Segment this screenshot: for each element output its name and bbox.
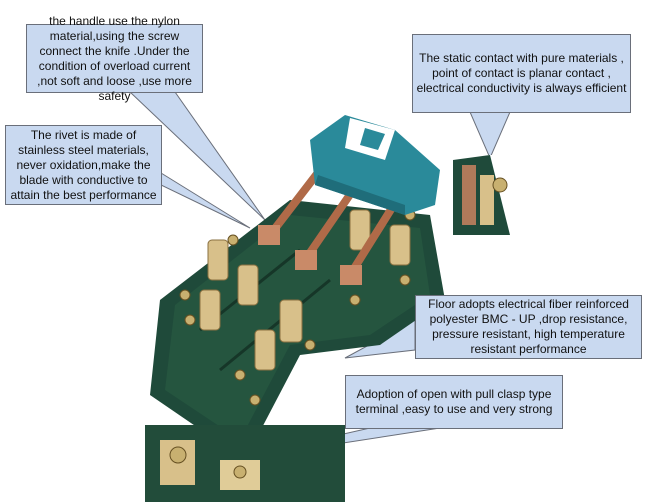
callout-terminal: Adoption of open with pull clasp type te… [345,375,563,429]
callout-handle-text: the handle use the nylon material,using … [37,13,192,103]
callout-rivet-text: The rivet is made of stainless steel mat… [10,127,157,202]
callout-tail-static [469,111,511,160]
nylon-handle [310,115,440,215]
callout-floor-text: Floor adopts electrical fiber reinforced… [428,297,629,356]
callout-floor: Floor adopts electrical fiber reinforced… [415,295,642,359]
callout-terminal-text: Adoption of open with pull clasp type te… [355,387,553,416]
blade-hinges [258,225,362,285]
static-contacts [199,209,411,371]
callout-handle: the handle use the nylon material,using … [26,14,203,103]
static-contact-inset-photo [453,155,630,235]
callout-rivet: The rivet is made of stainless steel mat… [5,125,162,205]
callout-static-contact-text: The static contact with pure materials ,… [416,51,627,95]
terminal-inset-photo [145,425,345,502]
terminal-screws [179,209,416,406]
callout-static-contact: The static contact with pure materials ,… [412,34,631,113]
